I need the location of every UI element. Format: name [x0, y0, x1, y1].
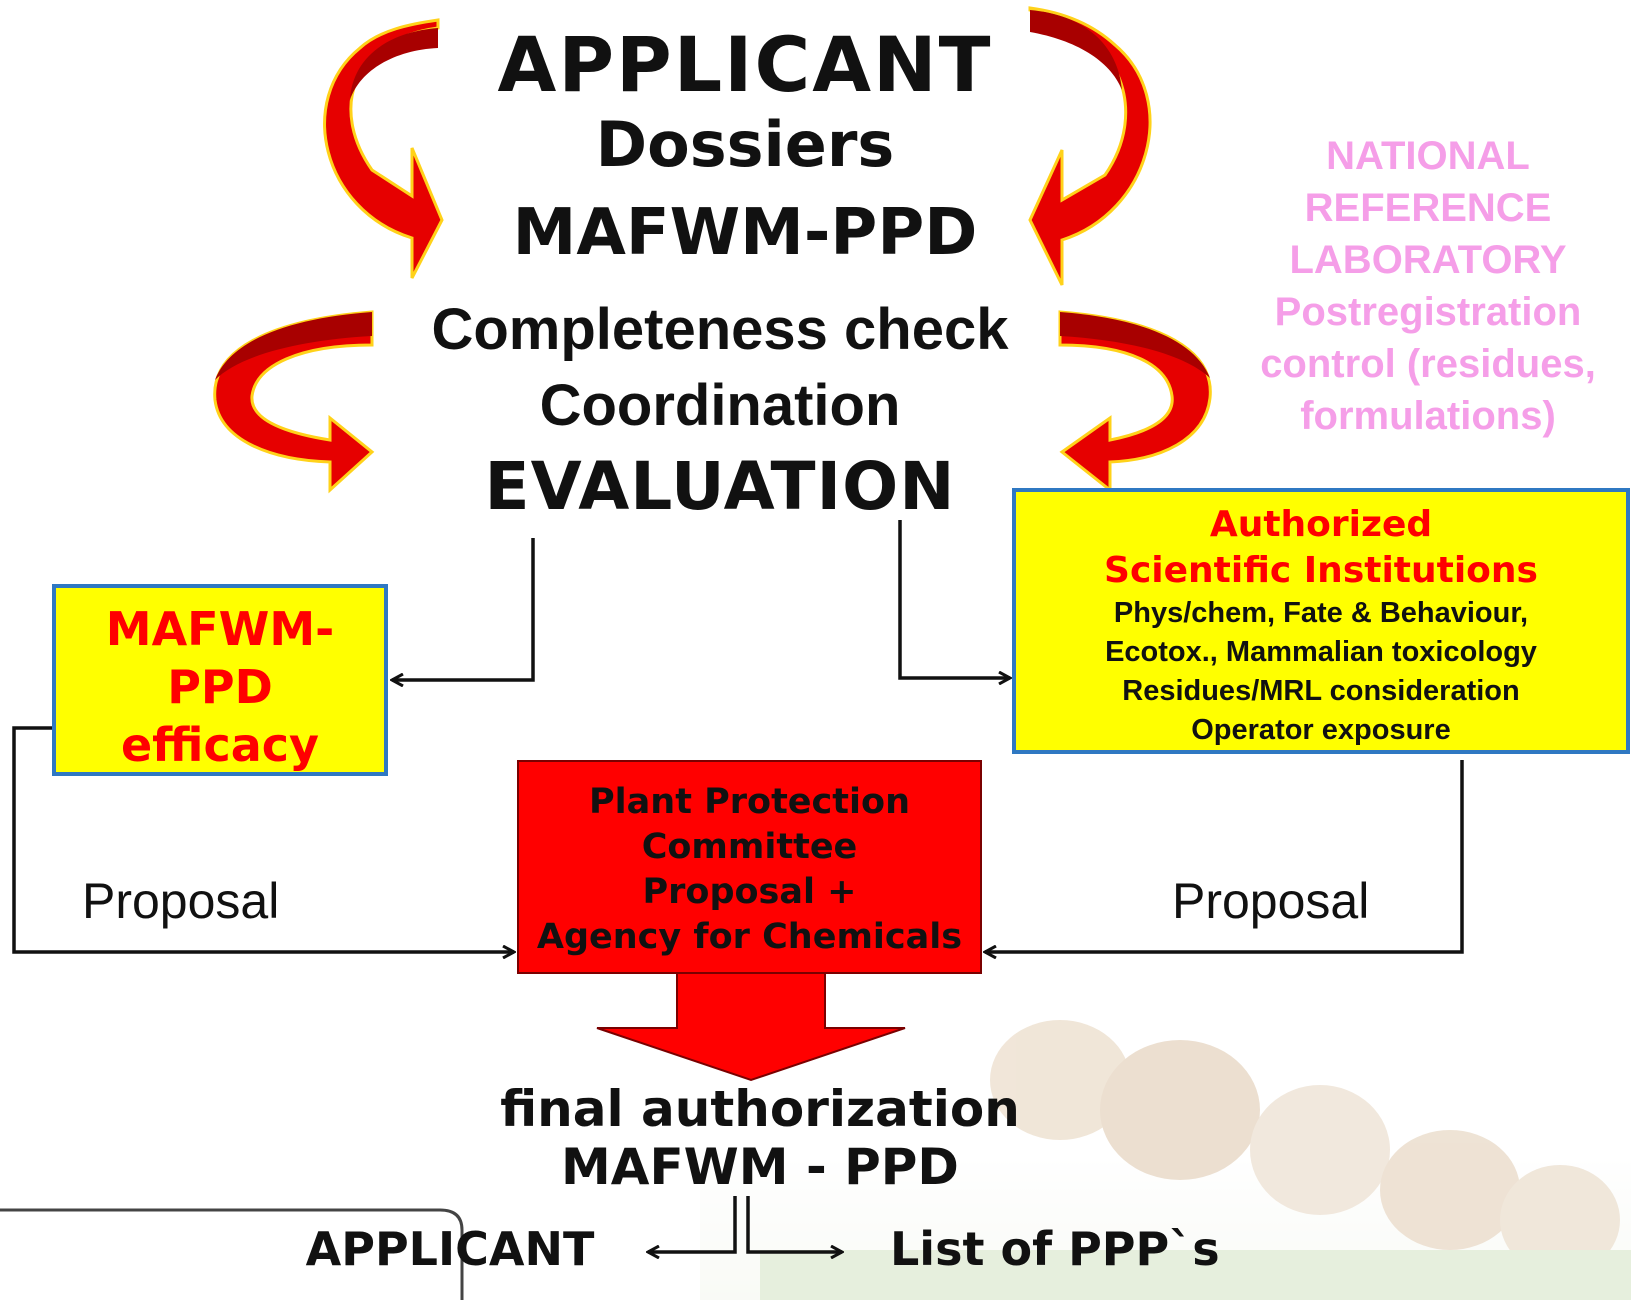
committee-line: Plant Protection	[589, 782, 910, 822]
institutions-title-line: Scientific Institutions	[1104, 550, 1538, 591]
nrl-line: REFERENCE	[1304, 186, 1552, 230]
committee-box: Plant Protection Committee Proposal + Ag…	[517, 760, 982, 974]
final-mafwm-ppd-label: MAFWM - PPD	[561, 1138, 959, 1196]
dossiers-label: Dossiers	[595, 108, 895, 181]
national-reference-laboratory: NATIONAL REFERENCE LABORATORY Postregist…	[1228, 130, 1628, 442]
evaluation-label: EVALUATION	[484, 448, 956, 525]
efficacy-line: MAFWM-	[105, 602, 335, 656]
connector-evaluation-to-efficacy	[392, 538, 535, 680]
curved-arrow-mid-left	[213, 310, 375, 494]
proposal-left-label: Proposal	[82, 873, 280, 929]
institutions-title-line: Authorized	[1209, 504, 1433, 545]
connector-institutions-to-committee	[985, 760, 1464, 952]
nrl-line: formulations)	[1300, 394, 1556, 438]
coordination-label: Coordination	[539, 373, 901, 438]
institutions-box: Authorized Scientific Institutions Phys/…	[1012, 488, 1630, 754]
connector-efficacy-to-committee	[12, 726, 514, 952]
proposal-right-label: Proposal	[1172, 873, 1370, 929]
curved-arrow-top-left	[323, 18, 444, 279]
connector-final-to-list	[746, 1196, 842, 1252]
institutions-detail-line: Residues/MRL consideration	[1122, 675, 1520, 707]
final-authorization-label: final authorization	[500, 1080, 1020, 1138]
connector-final-to-applicant	[648, 1196, 737, 1252]
nrl-line: LABORATORY	[1289, 238, 1567, 282]
committee-line: Proposal +	[642, 872, 857, 912]
nrl-line: control (residues,	[1260, 342, 1596, 386]
efficacy-line: efficacy	[120, 718, 320, 772]
committee-line: Agency for Chemicals	[536, 917, 963, 957]
nrl-line: NATIONAL	[1326, 134, 1530, 178]
efficacy-line: PPD	[167, 660, 273, 714]
connector-evaluation-to-institutions	[898, 520, 1010, 678]
institutions-detail-line: Operator exposure	[1191, 714, 1451, 746]
curved-arrow-top-right	[1028, 6, 1152, 286]
efficacy-box: MAFWM- PPD efficacy	[52, 584, 388, 776]
institutions-detail-line: Ecotox., Mammalian toxicology	[1105, 636, 1537, 668]
institutions-detail-line: Phys/chem, Fate & Behaviour,	[1113, 597, 1529, 629]
mafwm-ppd-label: MAFWM-PPD	[512, 196, 978, 270]
list-of-ppp-label: List of PPP`s	[890, 1222, 1220, 1276]
committee-line: Committee	[641, 827, 858, 867]
background-illustration	[700, 1020, 1631, 1300]
frame-corner-line	[0, 1208, 464, 1300]
curved-arrow-mid-right	[1058, 310, 1212, 494]
nrl-line: Postregistration	[1274, 290, 1582, 334]
completeness-check-label: Completeness check	[431, 297, 1009, 362]
applicant-heading: APPLICANT	[497, 20, 993, 109]
committee-down-arrow	[596, 971, 906, 1082]
bottom-applicant-label: APPLICANT	[305, 1222, 595, 1276]
